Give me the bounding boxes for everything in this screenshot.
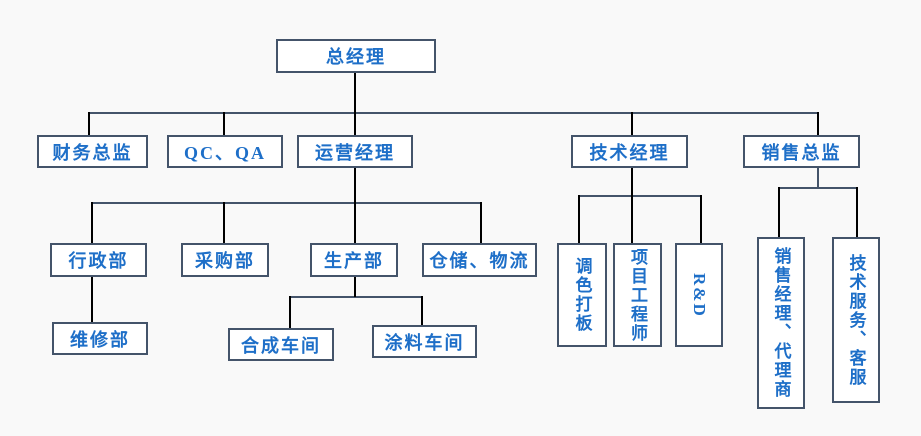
node-warehouse-logistics: 仓储、物流 — [422, 243, 537, 277]
connector-admin-to-maintenance — [91, 277, 93, 322]
connector-drop-color-matching — [578, 195, 580, 243]
connector-technical-to-engineer — [631, 168, 633, 243]
connector-technical-horizontal — [578, 195, 702, 197]
node-purchasing-dept: 采购部 — [181, 243, 269, 277]
connector-drop-finance — [88, 112, 90, 135]
connector-drop-coating — [421, 296, 423, 325]
connector-drop-qcqa — [223, 112, 225, 135]
node-operations-manager: 运营经理 — [297, 135, 413, 168]
connector-level1-horizontal — [88, 112, 819, 114]
connector-sales-horizontal — [778, 187, 858, 189]
node-general-manager: 总经理 — [276, 39, 436, 73]
connector-drop-purchasing — [223, 202, 225, 243]
connector-drop-rnd — [700, 195, 702, 243]
connector-production-down — [354, 277, 356, 297]
connector-drop-technical — [631, 112, 633, 135]
node-project-engineer: 项目工程师 — [613, 243, 662, 347]
node-production-dept: 生产部 — [310, 243, 398, 277]
node-finance-director: 财务总监 — [37, 135, 148, 168]
connector-general-to-operations — [354, 73, 356, 135]
connector-drop-warehouse — [480, 202, 482, 243]
connector-operations-horizontal — [91, 202, 482, 204]
connector-drop-sales — [817, 112, 819, 135]
connector-drop-admin — [91, 202, 93, 243]
connector-sales-down — [817, 168, 819, 188]
connector-drop-synthesis — [289, 296, 291, 328]
node-sales-director: 销售总监 — [743, 135, 860, 168]
node-sales-manager-agents: 销售经理、代理商 — [757, 237, 805, 409]
node-maintenance-dept: 维修部 — [52, 322, 148, 355]
node-admin-dept: 行政部 — [50, 243, 147, 277]
node-technical-manager: 技术经理 — [571, 135, 688, 168]
connector-production-horizontal — [289, 296, 423, 298]
connector-operations-to-production — [354, 168, 356, 243]
node-coating-workshop: 涂料车间 — [372, 325, 477, 358]
node-rnd: R&D — [675, 243, 723, 347]
node-synthesis-workshop: 合成车间 — [228, 328, 334, 361]
node-qc-qa: QC、QA — [167, 135, 283, 168]
connector-drop-sales-manager — [778, 187, 780, 237]
node-tech-service-customer-service: 技术服务、客服 — [832, 237, 880, 403]
connector-drop-tech-service — [856, 187, 858, 237]
node-color-matching: 调色打板 — [557, 243, 607, 347]
